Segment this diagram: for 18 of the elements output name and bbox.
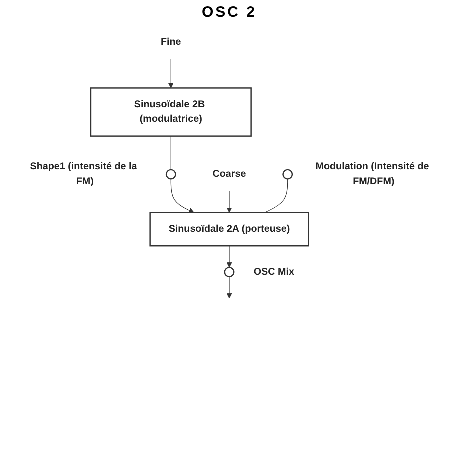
node-text: Fine: [161, 37, 182, 48]
node-circle: [282, 169, 294, 180]
arrow: [226, 190, 232, 214]
node-box: Sinusoïdale 2A (porteuse): [150, 212, 310, 247]
arrow: [226, 276, 232, 299]
node-label: OSC Mix: [254, 266, 294, 278]
node-text: Coarse: [212, 169, 246, 180]
diagram-title: OSC 2: [200, 4, 258, 21]
node-box: Sinusoïdale 2B (modulatrice): [90, 88, 252, 137]
node-circle: [166, 169, 176, 180]
connector: [170, 136, 172, 170]
node-label: Shape1 (intensité de la FM): [30, 162, 138, 187]
arrow: [168, 58, 174, 88]
arrow: [170, 178, 194, 214]
node-circle: [224, 267, 235, 278]
arrow: [226, 246, 232, 268]
connector: [264, 178, 288, 214]
node-label: Modulation (Intensité de FM/DFM): [316, 162, 430, 187]
